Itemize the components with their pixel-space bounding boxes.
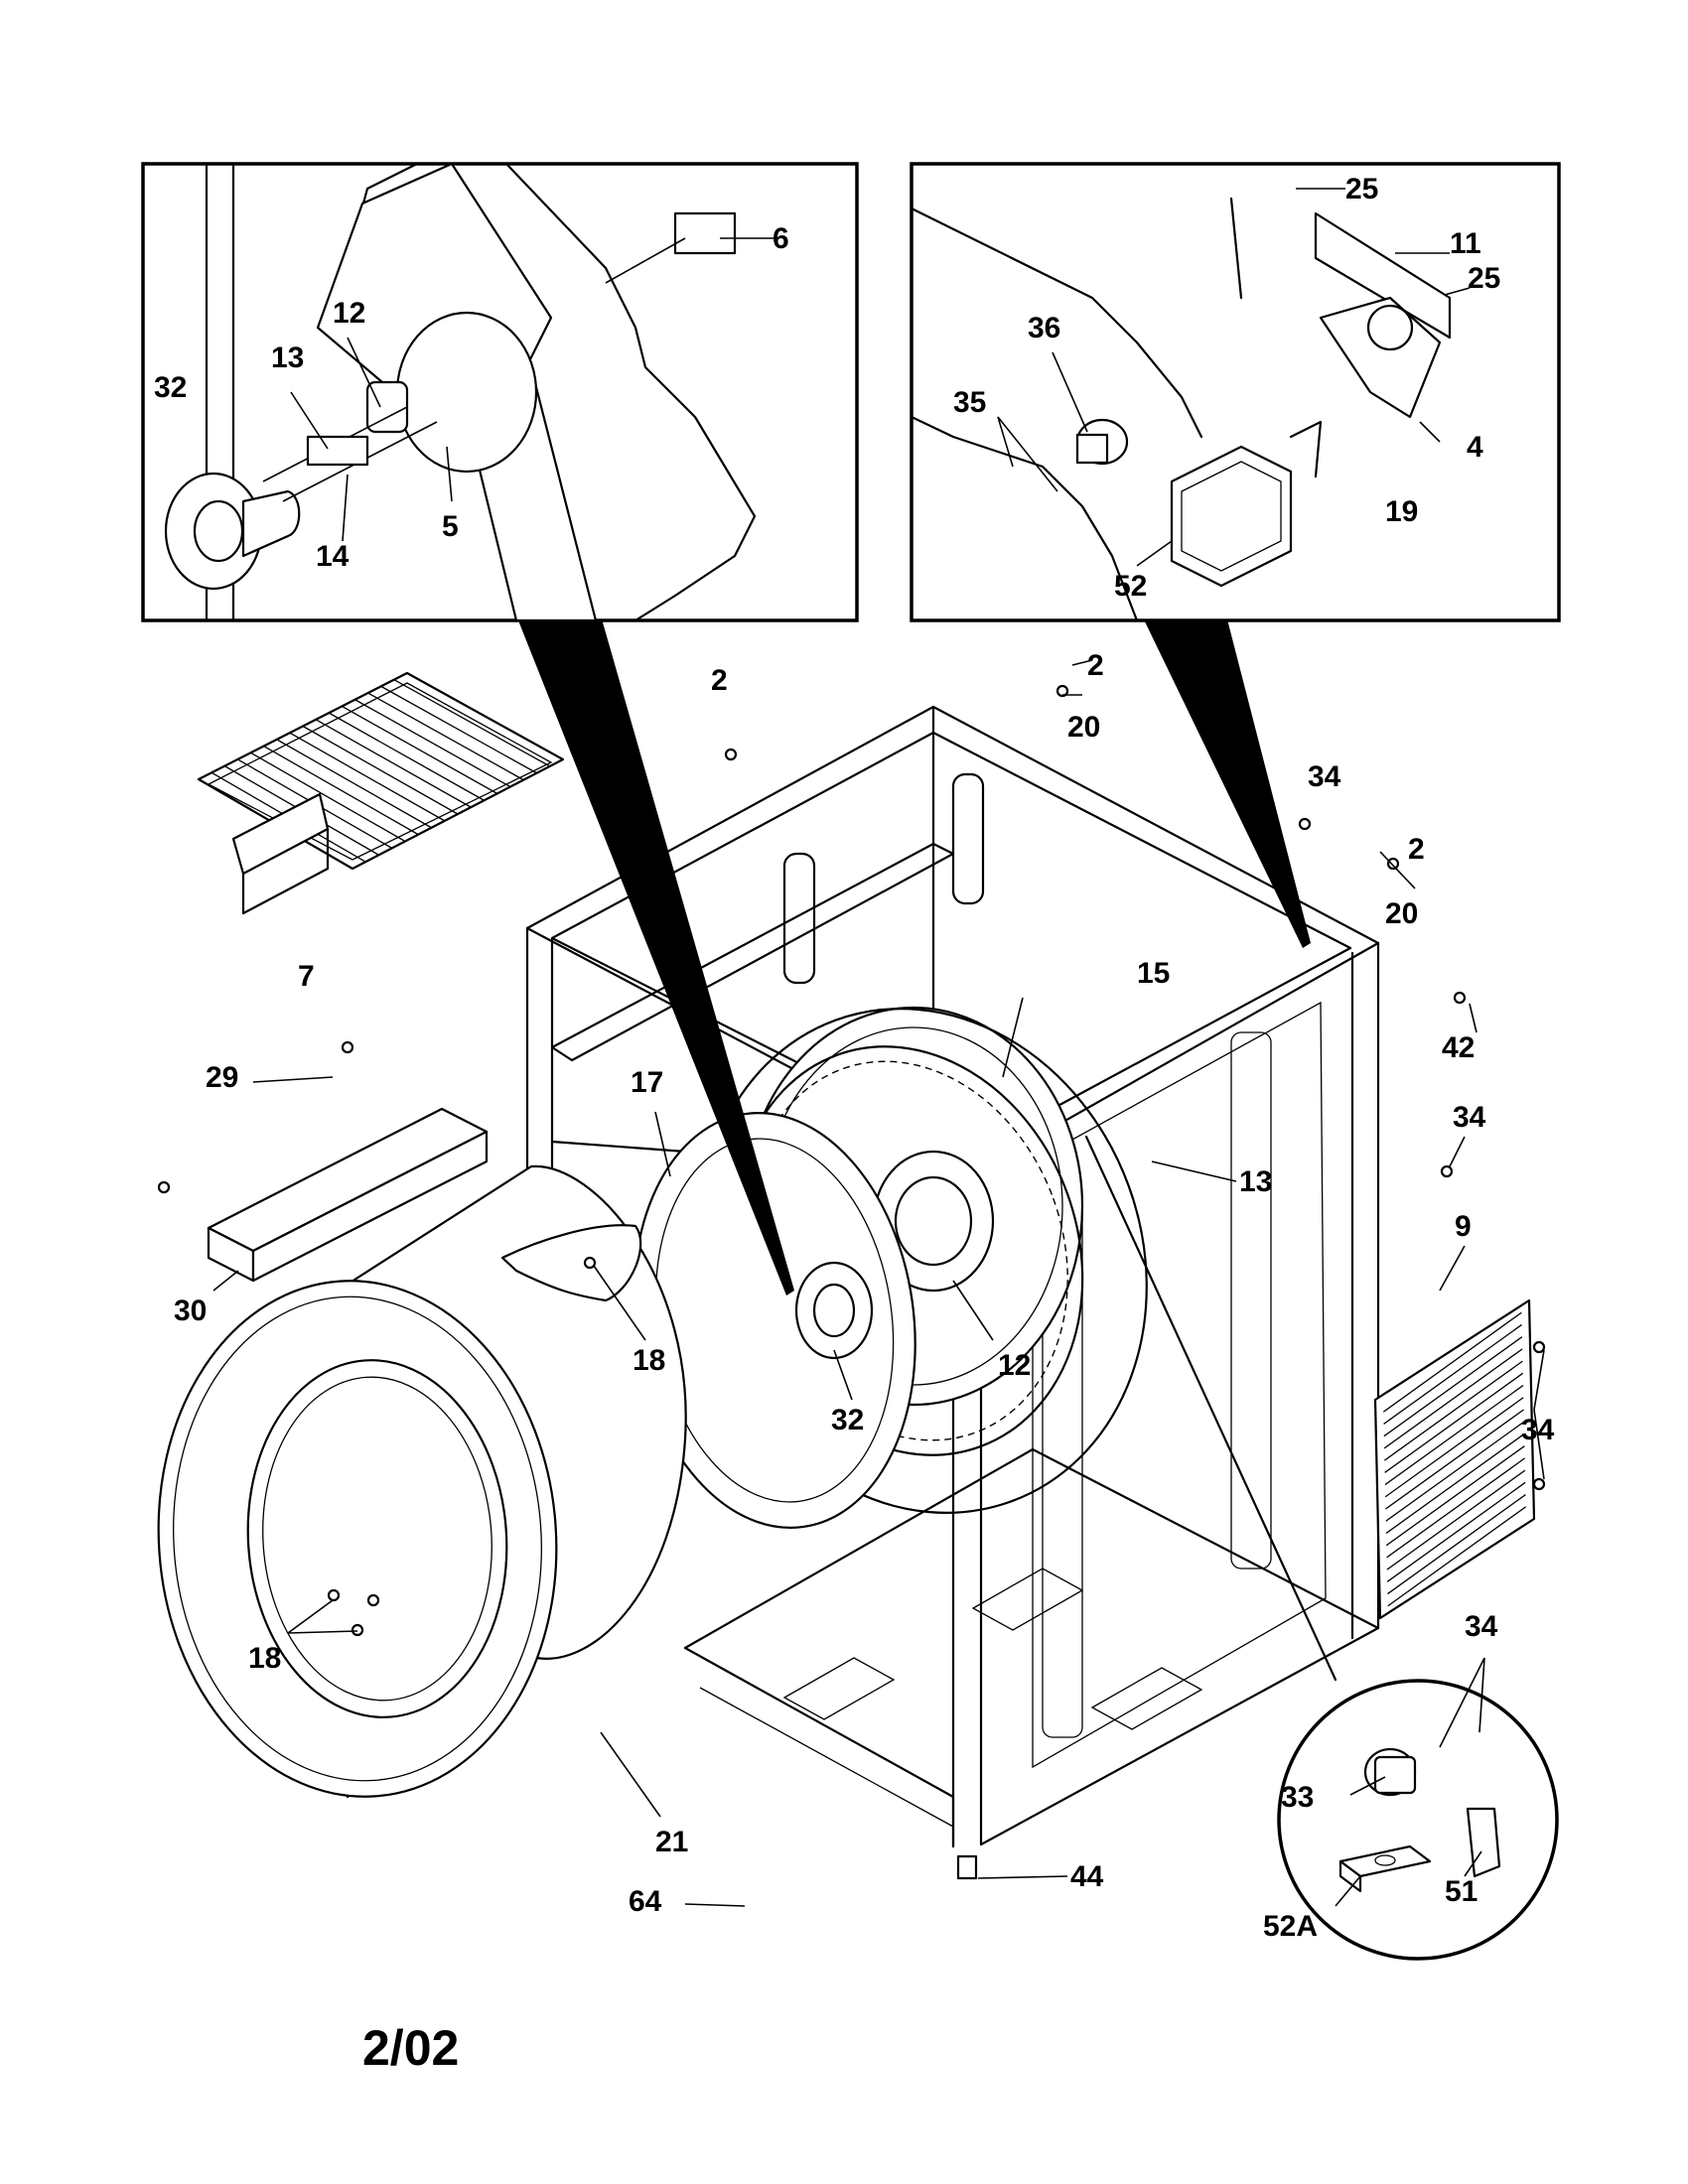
inset-right-detail <box>910 162 1561 622</box>
callout-11: 11 <box>1450 227 1481 260</box>
detail-bubble <box>1277 1679 1559 1961</box>
front-bulkhead <box>633 1112 916 1529</box>
callout-12: 12 <box>998 1349 1031 1382</box>
callout-21: 21 <box>655 1826 688 1858</box>
callout-19: 19 <box>1385 495 1418 528</box>
callout-2: 2 <box>1087 649 1104 682</box>
rack-wire <box>250 751 406 843</box>
vent-duct <box>207 1107 489 1283</box>
grille-slat <box>1384 1397 1524 1498</box>
callout-4: 4 <box>1467 431 1483 464</box>
rack-wire <box>354 699 511 788</box>
rack-wire <box>380 685 537 774</box>
grille-slat <box>1387 1506 1527 1607</box>
callout-30: 30 <box>174 1295 207 1327</box>
callout-18: 18 <box>248 1642 281 1675</box>
grille-slat <box>1383 1336 1523 1437</box>
inset-left-detail <box>141 162 859 622</box>
inset-pointers <box>516 615 1337 1682</box>
callout-9: 9 <box>1455 1210 1472 1243</box>
callout-34: 34 <box>1453 1101 1486 1134</box>
callout-25: 25 <box>1345 173 1378 205</box>
rack-wire <box>276 739 432 829</box>
callout-51: 51 <box>1445 1875 1477 1908</box>
callout-29: 29 <box>206 1061 238 1094</box>
rack-wire <box>393 679 551 767</box>
grille-slat <box>1382 1311 1522 1413</box>
grille-slat <box>1385 1445 1525 1547</box>
grille-slat <box>1384 1360 1523 1461</box>
callout-14: 14 <box>316 540 350 573</box>
drying-rack <box>197 671 565 915</box>
callout-2: 2 <box>711 664 728 697</box>
grille-slat <box>1383 1348 1523 1449</box>
rack-wire <box>263 745 419 836</box>
callout-13: 13 <box>271 341 304 374</box>
grille-slat <box>1385 1433 1525 1534</box>
rack-wire <box>367 692 524 781</box>
callout-2: 2 <box>1408 833 1425 866</box>
callout-18: 18 <box>633 1344 665 1377</box>
revision-date: 2/02 <box>362 2020 459 2076</box>
grille-slat <box>1384 1385 1524 1486</box>
rack-wire <box>342 705 498 794</box>
callout-44: 44 <box>1070 1860 1104 1893</box>
grille-slat <box>1385 1421 1525 1522</box>
grille-slat <box>1386 1481 1526 1582</box>
grille-slat <box>1386 1457 1525 1559</box>
grille-slat <box>1386 1469 1526 1570</box>
callout-17: 17 <box>631 1066 663 1099</box>
callout-32: 32 <box>154 371 187 404</box>
callout-34: 34 <box>1308 760 1341 793</box>
callout-12: 12 <box>333 297 365 330</box>
callout-35: 35 <box>953 386 986 419</box>
callout-6: 6 <box>773 222 789 255</box>
callout-33: 33 <box>1281 1781 1314 1814</box>
grille-slat <box>1387 1494 1526 1595</box>
callout-36: 36 <box>1028 312 1060 344</box>
callout-13: 13 <box>1239 1165 1272 1198</box>
fasteners <box>157 684 1546 1880</box>
rack-wire <box>328 712 485 801</box>
callout-52: 52 <box>1114 570 1147 603</box>
grille-slat <box>1383 1323 1522 1425</box>
callout-labels: 6 12 13 32 14 5 25 11 25 36 35 4 19 52 2… <box>154 173 1555 2076</box>
callout-52a: 52A <box>1263 1910 1318 1943</box>
callout-7: 7 <box>298 960 315 993</box>
callout-42: 42 <box>1442 1031 1475 1064</box>
drum <box>157 1164 687 1799</box>
rack-wire <box>302 725 459 815</box>
rack-wire <box>315 719 472 808</box>
callout-15: 15 <box>1137 957 1170 990</box>
callout-34: 34 <box>1521 1414 1555 1446</box>
callout-20: 20 <box>1067 711 1100 744</box>
callout-34: 34 <box>1465 1610 1498 1643</box>
callout-64: 64 <box>629 1885 662 1918</box>
callout-20: 20 <box>1385 897 1418 930</box>
callout-5: 5 <box>442 510 459 543</box>
grille-slat <box>1384 1372 1524 1473</box>
callout-32: 32 <box>831 1404 864 1436</box>
grille-slat <box>1385 1409 1524 1510</box>
rear-grille <box>1373 1298 1536 1620</box>
leader-lines <box>212 188 1545 1907</box>
rack-wire <box>289 732 446 822</box>
callout-25: 25 <box>1468 262 1500 295</box>
